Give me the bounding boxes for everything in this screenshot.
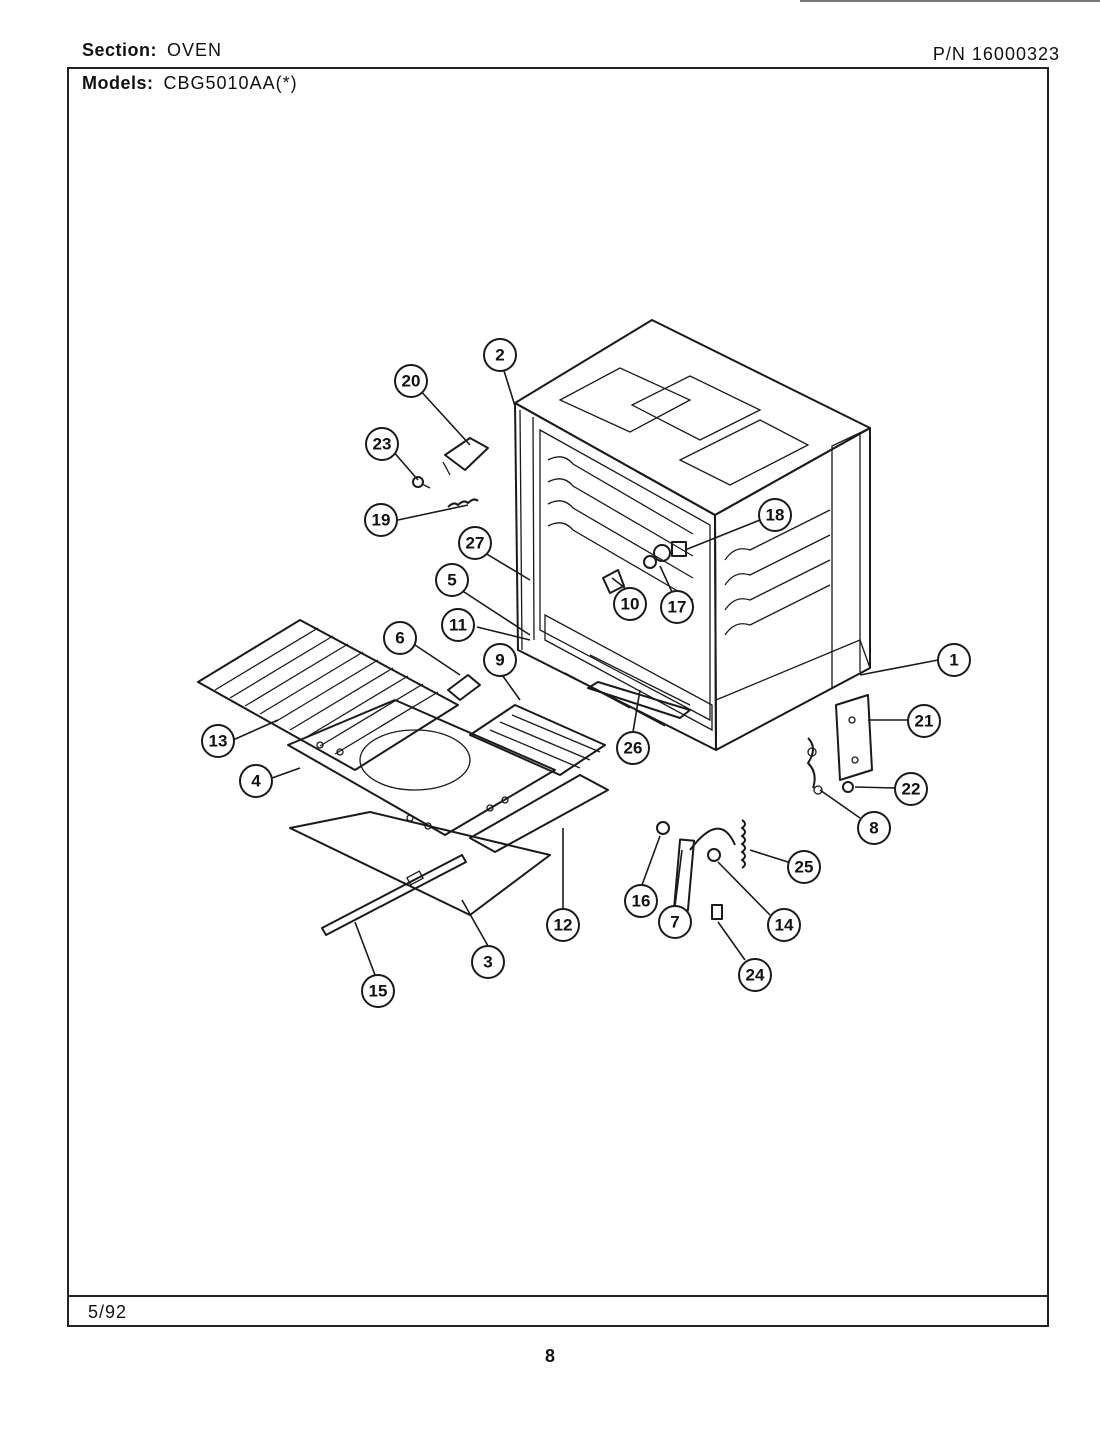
svg-text:15: 15 (369, 982, 388, 1001)
callout-9: 9 (483, 643, 517, 677)
broiler-plate (289, 811, 551, 916)
svg-text:9: 9 (495, 651, 504, 670)
top-edge-line (800, 0, 1100, 2)
svg-text:11: 11 (449, 616, 467, 635)
section-heading: Section: OVEN (82, 40, 222, 61)
callout-7: 7 (658, 905, 692, 939)
svg-text:7: 7 (670, 913, 679, 932)
orifice-14 (707, 848, 721, 862)
part-number: P/N 16000323 (932, 44, 1060, 64)
svg-text:1: 1 (949, 651, 958, 670)
valve-8 (807, 737, 823, 795)
callout-6: 6 (383, 621, 417, 655)
callout-5: 5 (435, 563, 469, 597)
callout-18: 18 (758, 498, 792, 532)
svg-text:10: 10 (621, 595, 640, 614)
svg-text:5: 5 (447, 571, 456, 590)
svg-text:3: 3 (483, 953, 492, 972)
callout-4: 4 (239, 764, 273, 798)
models-label: Models: (82, 73, 154, 93)
callout-19: 19 (364, 503, 398, 537)
screw-23 (412, 476, 431, 489)
models-value: CBG5010AA(*) (163, 73, 298, 93)
callout-10: 10 (613, 587, 647, 621)
bottom-tray (469, 774, 609, 853)
diagram-frame (67, 67, 1049, 1327)
callout-27: 27 (458, 526, 492, 560)
spring-19 (447, 498, 479, 508)
oven-cavity (514, 319, 871, 752)
callout-24: 24 (738, 958, 772, 992)
callout-3: 3 (471, 945, 505, 979)
hinge-bracket-20 (442, 437, 489, 476)
callout-11: 11 (441, 608, 475, 642)
spring-25 (741, 819, 746, 869)
svg-text:16: 16 (632, 892, 651, 911)
svg-text:4: 4 (251, 772, 261, 791)
svg-text:19: 19 (372, 511, 391, 530)
callout-15: 15 (361, 974, 395, 1008)
callout-12: 12 (546, 908, 580, 942)
svg-text:27: 27 (466, 534, 485, 553)
callout-13: 13 (201, 724, 235, 758)
callout-2: 2 (483, 338, 517, 372)
svg-text:18: 18 (766, 506, 785, 525)
callout-21: 21 (907, 704, 941, 738)
bracket-10 (602, 569, 625, 594)
nut-16 (656, 821, 670, 835)
callout-1: 1 (937, 643, 971, 677)
models-heading: Models: CBG5010AA(*) (82, 73, 298, 94)
svg-text:6: 6 (395, 629, 404, 648)
svg-text:26: 26 (624, 739, 643, 758)
callout-14: 14 (767, 908, 801, 942)
svg-text:8: 8 (869, 819, 878, 838)
footer-divider (67, 1295, 1049, 1297)
svg-text:13: 13 (209, 732, 228, 751)
slide-rail (321, 854, 467, 936)
callout-25: 25 (787, 850, 821, 884)
callout-8: 8 (857, 811, 891, 845)
callout-17: 17 (660, 590, 694, 624)
callout-16: 16 (624, 884, 658, 918)
screw-22 (842, 781, 854, 793)
section-label: Section: (82, 40, 158, 60)
svg-text:22: 22 (902, 780, 921, 799)
svg-text:20: 20 (402, 372, 421, 391)
svg-text:23: 23 (373, 435, 392, 454)
svg-text:24: 24 (746, 966, 765, 985)
svg-text:2: 2 (495, 346, 504, 365)
burner-baffle (469, 704, 606, 776)
hinge-plate-21 (835, 694, 873, 781)
callout-20: 20 (394, 364, 428, 398)
oven-bottom (287, 699, 556, 836)
burner-tube-26 (587, 681, 691, 719)
svg-text:14: 14 (775, 916, 794, 935)
callout-23: 23 (365, 427, 399, 461)
revision-date: 5/92 (88, 1302, 128, 1322)
lamp-17 (643, 555, 657, 569)
leader-lines (232, 357, 939, 976)
svg-text:25: 25 (795, 858, 814, 877)
oven-rack (197, 619, 459, 771)
svg-text:17: 17 (668, 598, 687, 617)
svg-text:21: 21 (915, 712, 934, 731)
knob-24 (711, 904, 723, 920)
svg-text:12: 12 (554, 916, 573, 935)
section-value: OVEN (167, 40, 223, 60)
callout-group: 1 2 3 4 5 6 7 8 9 10 11 12 13 14 15 16 1… (201, 338, 971, 1008)
page-number: 8 (545, 1346, 556, 1366)
callout-26: 26 (616, 731, 650, 765)
clip-6 (447, 674, 481, 701)
callout-22: 22 (894, 772, 928, 806)
